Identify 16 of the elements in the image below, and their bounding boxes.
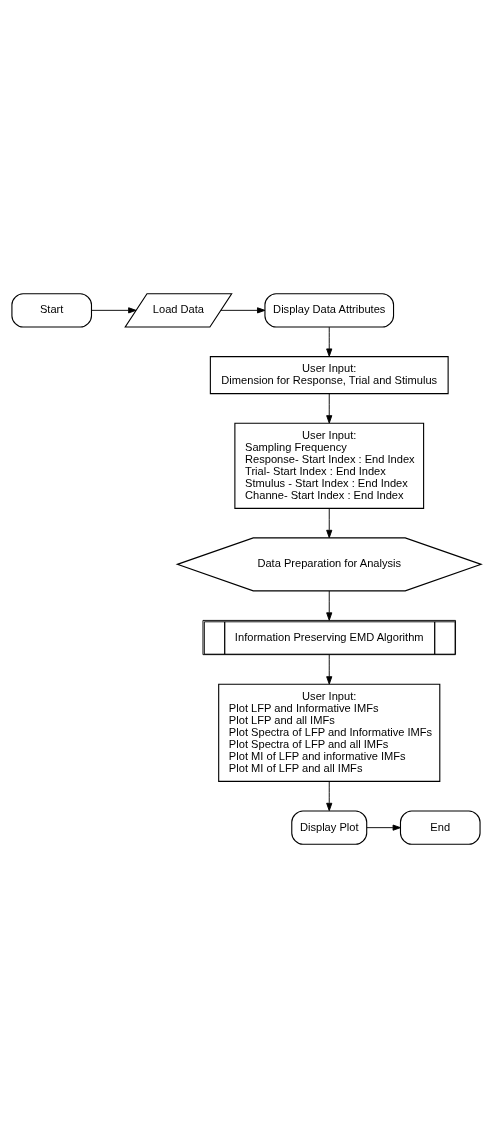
node-box: End [399, 810, 481, 845]
node-box: Start [11, 293, 93, 328]
node-box: Display Data Attributes [264, 293, 395, 328]
arrow [326, 590, 333, 621]
arrow [326, 781, 333, 812]
arrow [220, 307, 266, 314]
arrow [326, 326, 333, 357]
node-box: User Input: Dimension for Response, Trial and Stimulus [209, 356, 449, 395]
node-box: Display Plot [291, 810, 368, 845]
arrow [326, 508, 333, 539]
arrow [366, 824, 401, 831]
node-box: User Input: Sampling Frequency Response- Start Index : End Index Trial- Start Index : End Index Stmulus - Start Index : End Index Channe- Start Index : End Index [234, 422, 425, 509]
node-box: User Input: Plot LFP and Informative IMFs Plot LFP and all IMFs Plot Spectra of LFP and Informative IMFs Plot Spectra of LFP and all IMFs Plot MI of LFP and informative IMFs Plot MI of LFP and all IMFs [218, 683, 441, 782]
arrow [326, 393, 333, 424]
arrow [91, 307, 137, 314]
arrow [326, 654, 333, 685]
